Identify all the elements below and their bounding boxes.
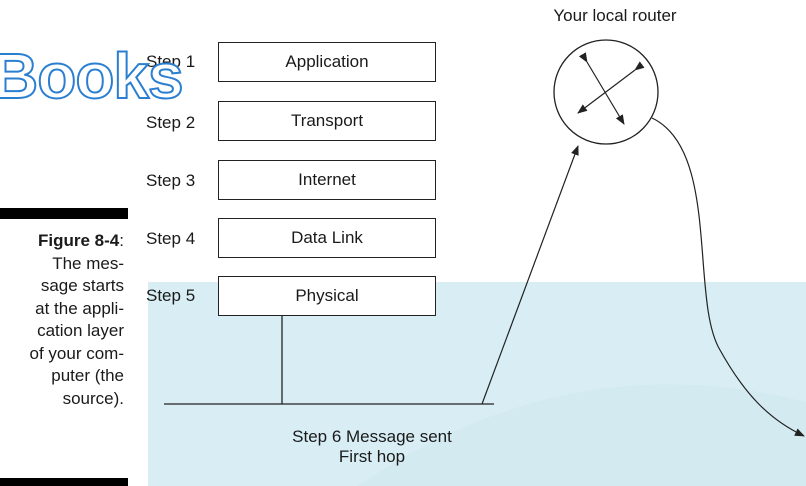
layer-data-link: Data Link bbox=[218, 218, 436, 258]
caption-line: The mes- bbox=[52, 253, 124, 273]
step-5-label: Step 5 bbox=[146, 286, 196, 305]
caption-line: sage starts bbox=[40, 276, 124, 295]
figure-caption: Figure 8-4: The mes- sage starts at the … bbox=[0, 230, 124, 410]
layer-internet: Internet bbox=[218, 160, 436, 200]
step-1-label: Step 1 bbox=[146, 52, 196, 71]
caption-line: puter (the bbox=[51, 366, 124, 385]
caption-line: cation layer bbox=[37, 321, 124, 340]
caption-line: of your com- bbox=[29, 343, 124, 363]
caption-line: source). bbox=[62, 388, 124, 408]
step-4-label: Step 4 bbox=[146, 229, 196, 248]
caption-bottom-bar bbox=[0, 478, 128, 486]
layer-physical: Physical bbox=[218, 276, 436, 316]
router-title: Your local router bbox=[553, 6, 677, 25]
background-arc bbox=[358, 384, 806, 486]
router-arrow-b-icon bbox=[577, 61, 645, 114]
figure-number: Figure 8-4 bbox=[38, 231, 120, 250]
step-6-line: Step 6 Message sent bbox=[292, 427, 452, 446]
caption-line: at the appli- bbox=[35, 298, 124, 318]
step-6-caption: Step 6 Message sent First hop bbox=[262, 427, 482, 467]
first-hop-arrow bbox=[481, 145, 579, 405]
step-3-label: Step 3 bbox=[146, 171, 196, 190]
watermark-logo: Books bbox=[0, 40, 185, 112]
next-hop-arrow bbox=[651, 117, 805, 437]
caption-top-bar bbox=[0, 208, 128, 219]
layer-application: Application bbox=[218, 42, 436, 82]
step-2-label: Step 2 bbox=[146, 113, 196, 132]
first-hop-label: First hop bbox=[338, 447, 406, 466]
layer-transport: Transport bbox=[218, 101, 436, 141]
